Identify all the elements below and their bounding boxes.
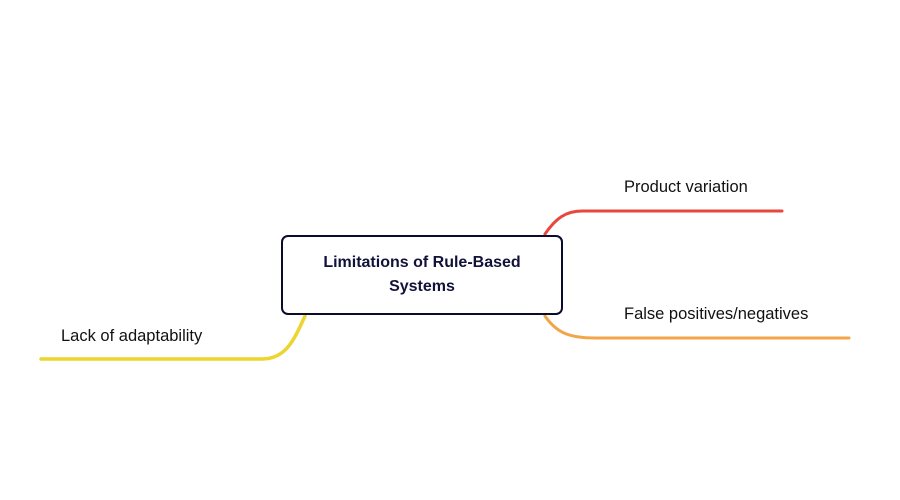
branch-lack-of-adaptability[interactable]: Lack of adaptability xyxy=(61,327,203,345)
connector-lack-of-adaptability xyxy=(39,314,307,361)
branch-product-variation[interactable]: Product variation xyxy=(624,178,748,196)
branch-false-positives-negatives[interactable]: False positives/negatives xyxy=(624,305,809,323)
central-topic-node[interactable]: Limitations of Rule-Based Systems xyxy=(281,235,563,315)
central-topic-label: Limitations of Rule-Based Systems xyxy=(323,254,521,295)
connector-false-positives-negatives xyxy=(543,314,851,340)
connector-product-variation xyxy=(543,209,784,236)
